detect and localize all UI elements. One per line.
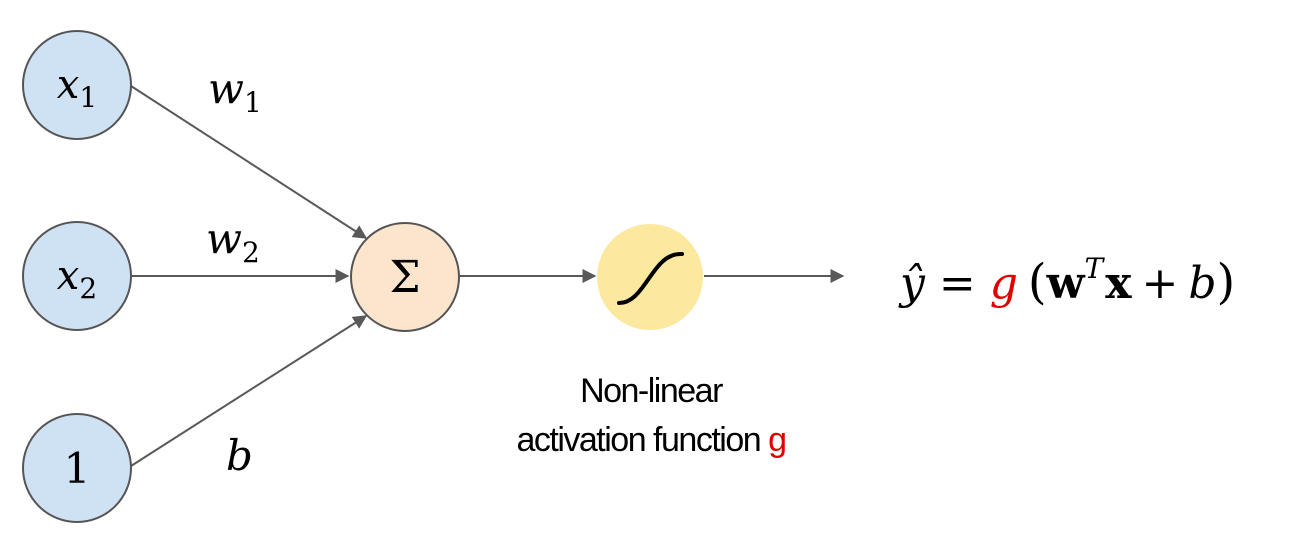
edge-x1-to-sum (130, 85, 368, 239)
weight-label-w2: w2 (206, 214, 260, 269)
output-equation: ŷ = g(wTx+b) (898, 252, 1235, 310)
eq-g: g (990, 258, 1018, 309)
weight-label-b: b (226, 431, 253, 480)
activation-node (597, 224, 703, 330)
edge-bias-to-sum (130, 315, 368, 467)
svg-text:x2: x2 (57, 253, 97, 305)
activation-caption-line1: Non-linear (580, 372, 723, 410)
caption-text: activation function (516, 421, 768, 459)
w1-subscript: 1 (244, 86, 262, 119)
x2-subscript: 2 (79, 272, 97, 305)
eq-x: x (1105, 258, 1132, 309)
input-node-x2: x2 (22, 221, 132, 331)
eq-w: w (1046, 258, 1086, 309)
eq-plus: + (1141, 258, 1178, 309)
sigma-symbol: Σ (389, 252, 420, 303)
eq-b: b (1188, 258, 1216, 309)
w2-base: w (206, 214, 242, 263)
x1-base: x (57, 62, 80, 108)
w2-subscript: 2 (242, 236, 260, 269)
x1-subscript: 1 (79, 81, 97, 114)
activation-caption-line2: activation function g (516, 421, 785, 459)
eq-close-paren: ) (1217, 254, 1236, 310)
w1-base: w (208, 64, 244, 113)
sigmoid-curve-icon (617, 251, 684, 305)
caption-g: g (768, 421, 785, 459)
bias-node: 1 (22, 413, 132, 523)
input-node-x1: x1 (22, 30, 132, 140)
eq-y-hat: ŷ (898, 258, 926, 309)
bias-node-label: 1 (64, 444, 91, 493)
sum-node: Σ (350, 222, 460, 332)
eq-equals: = (939, 258, 976, 309)
eq-T: T (1085, 252, 1106, 285)
eq-open-paren: ( (1028, 254, 1047, 310)
x2-base: x (57, 253, 80, 299)
svg-text:x1: x1 (57, 62, 97, 114)
weight-label-w1: w1 (208, 64, 262, 119)
